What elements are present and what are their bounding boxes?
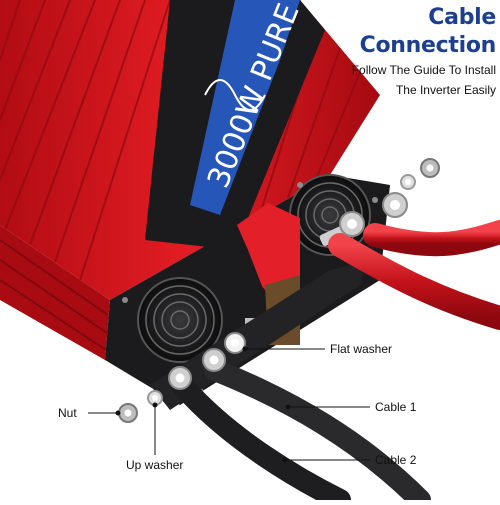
front-panel [105, 174, 390, 405]
callout-flat-washer: Flat washer [330, 342, 393, 356]
lower-black-cables [118, 332, 431, 505]
headline: Cable Connection Follow The Guide To Ins… [300, 4, 497, 100]
top-label-panel [145, 0, 325, 250]
cooling-fan-left [137, 277, 223, 363]
callout-up-washer: Up washer [126, 458, 184, 472]
callout-nut: Nut [58, 406, 77, 420]
subtitle-line-2: The Inverter Easily [395, 83, 496, 97]
callout-cable-1: Cable 1 [375, 400, 417, 414]
upper-red-cables [328, 158, 500, 330]
mounting-bracket [150, 262, 365, 410]
sine-wave-icon [204, 79, 266, 111]
subtitle-line-1: Follow The Guide To Install [351, 63, 496, 77]
title: Cable Connection [359, 5, 497, 58]
callout-cable-2: Cable 2 [375, 453, 417, 467]
